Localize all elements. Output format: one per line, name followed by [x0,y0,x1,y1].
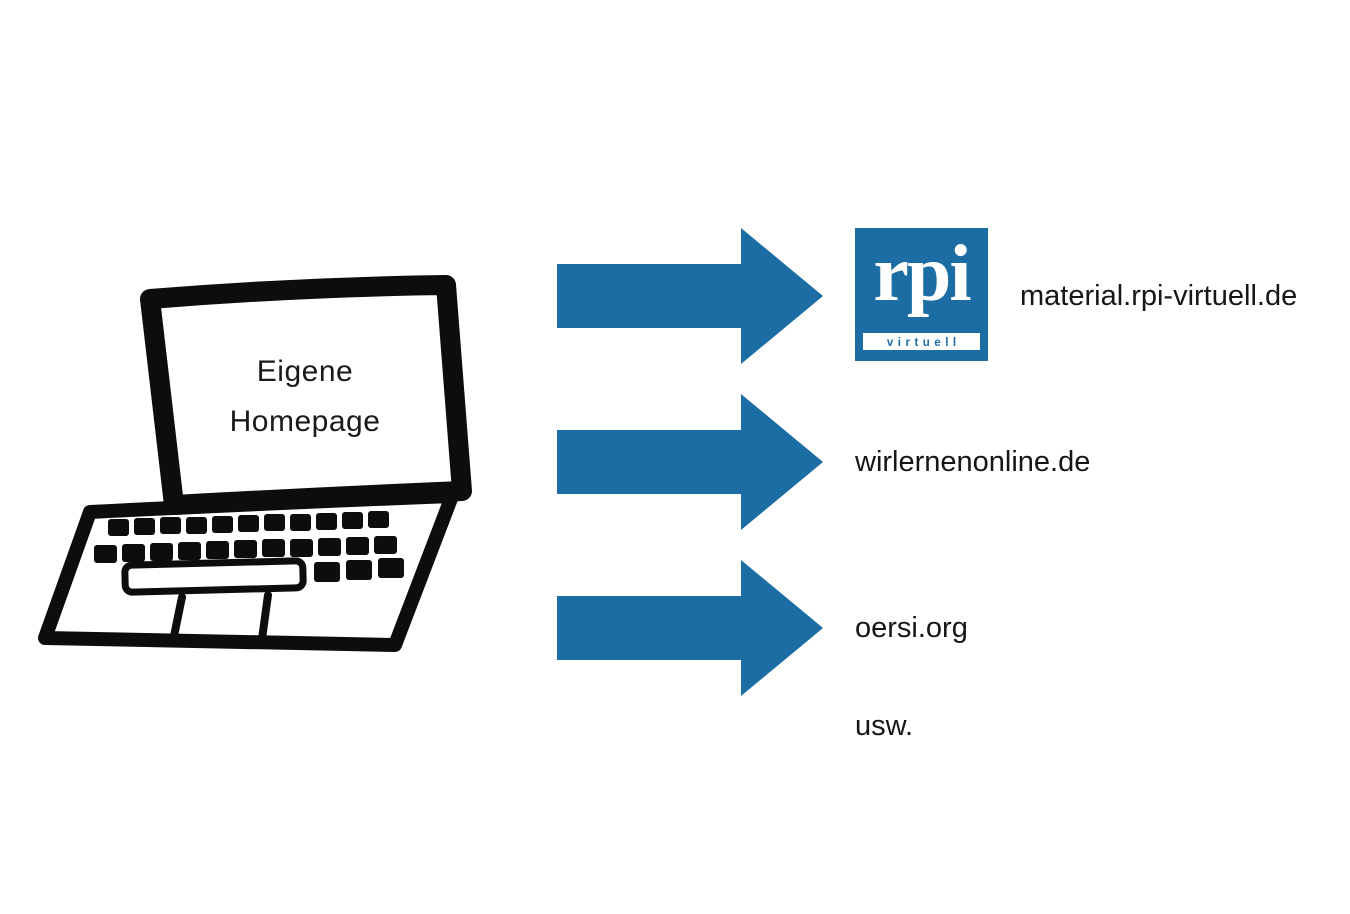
rpi-virtuell-logo: rpi virtuell [855,228,988,361]
laptop-screen-label-line1: Eigene [256,355,354,388]
rpi-logo-band: virtuell [863,333,980,350]
laptop-drawing-icon [38,275,472,652]
arrow-to-rpi-virtuell-icon [557,228,823,364]
laptop-apron-line [258,591,272,643]
arrow-to-wirlernenonline-icon [557,394,823,530]
etc-label: usw. [855,710,914,742]
rpi-logo-subtext: virtuell [886,337,961,349]
destination-label-rpi-virtuell: material.rpi-virtuell.de [1020,280,1298,312]
laptop-screen [140,275,472,515]
rpi-logo-text: rpi [873,230,971,318]
arrow-shape [557,560,823,696]
arrow-shape [557,228,823,364]
destination-label-oersi: oersi.org [855,612,968,644]
arrow-shape [557,394,823,530]
arrow-to-oersi-icon [557,560,823,696]
laptop-spacebar [121,557,307,596]
destination-label-wirlernenonline: wirlernenonline.de [855,446,1091,478]
laptop-apron-line [170,593,186,640]
laptop-illustration: Eigene Homepage [30,265,490,675]
laptop-keys [94,511,404,582]
laptop-screen-label-line2: Homepage [229,405,381,438]
laptop-screen-label: Eigene Homepage [160,347,450,447]
